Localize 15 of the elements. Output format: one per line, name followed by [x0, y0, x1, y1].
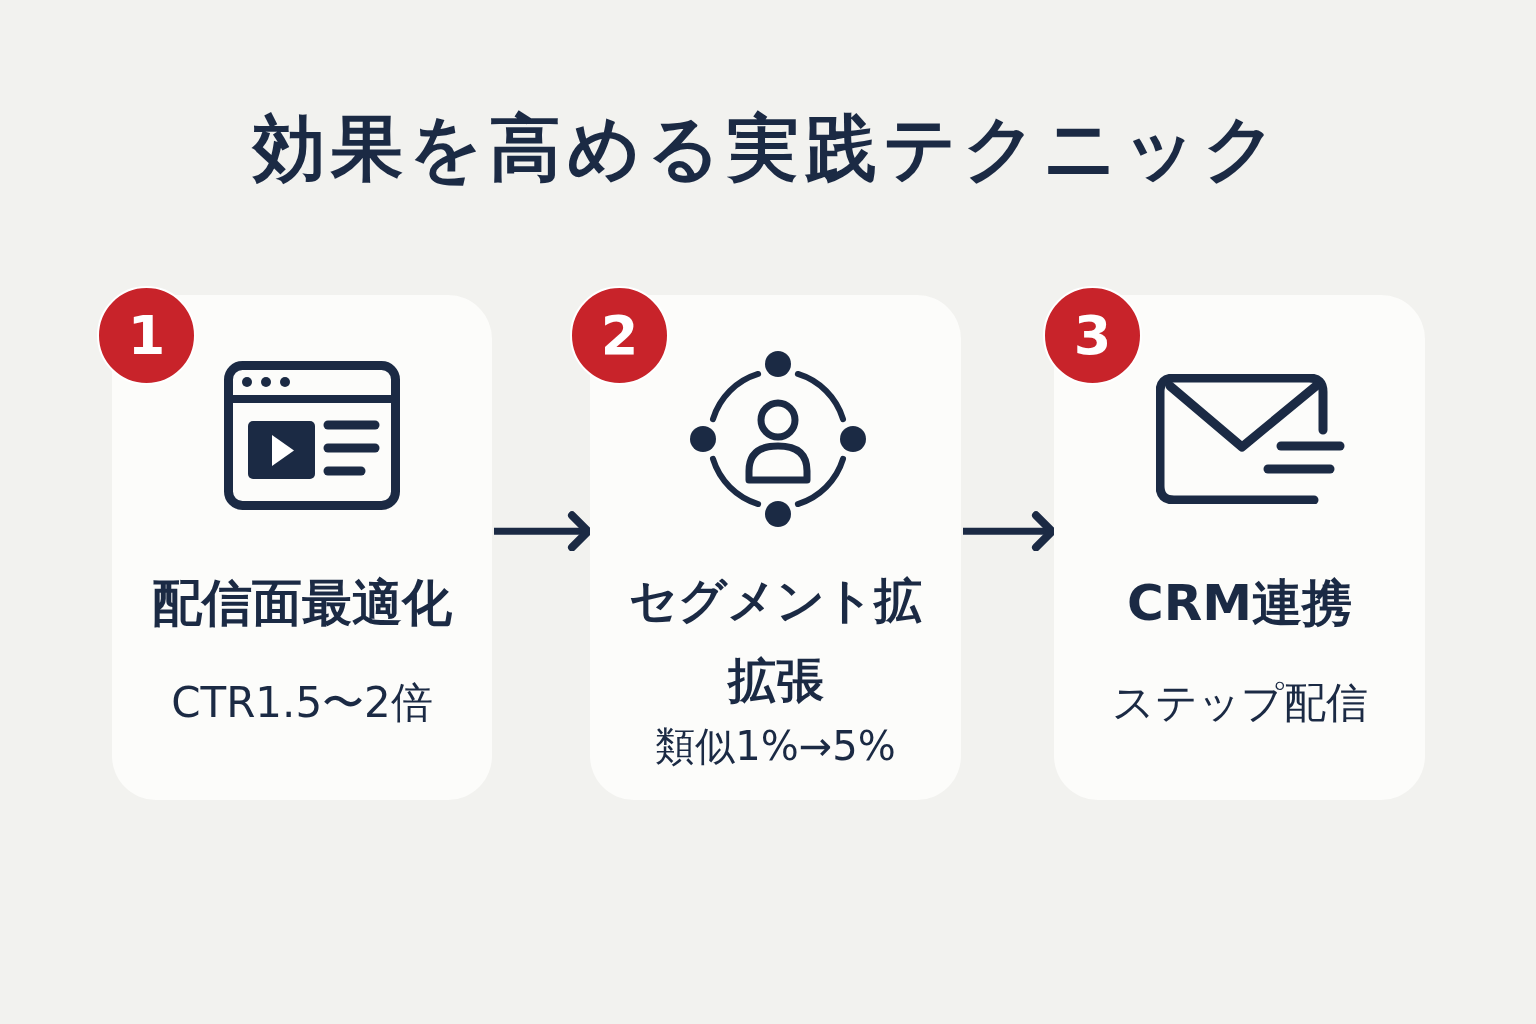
step-card: [590, 295, 961, 800]
diagram-title: 効果を高める実践テクニック: [253, 105, 1283, 192]
step-title: 配信面最適化: [151, 573, 453, 633]
step-number-badge: 3: [1043, 286, 1142, 385]
step-title: セグメント拡拡張: [628, 571, 923, 710]
step-number-badge: 2: [570, 286, 669, 385]
step-card: [1054, 295, 1425, 800]
step-title: CRM連携: [1126, 573, 1353, 633]
step-detail: CTR1.5〜2倍: [171, 677, 433, 729]
step-detail: ステップ配信: [1111, 677, 1368, 729]
step-card: [112, 295, 492, 800]
step-number-badge: 1: [97, 286, 196, 385]
arrow: [494, 511, 592, 552]
step-detail: 類似1%→5%: [655, 722, 896, 771]
arrow: [963, 511, 1056, 552]
